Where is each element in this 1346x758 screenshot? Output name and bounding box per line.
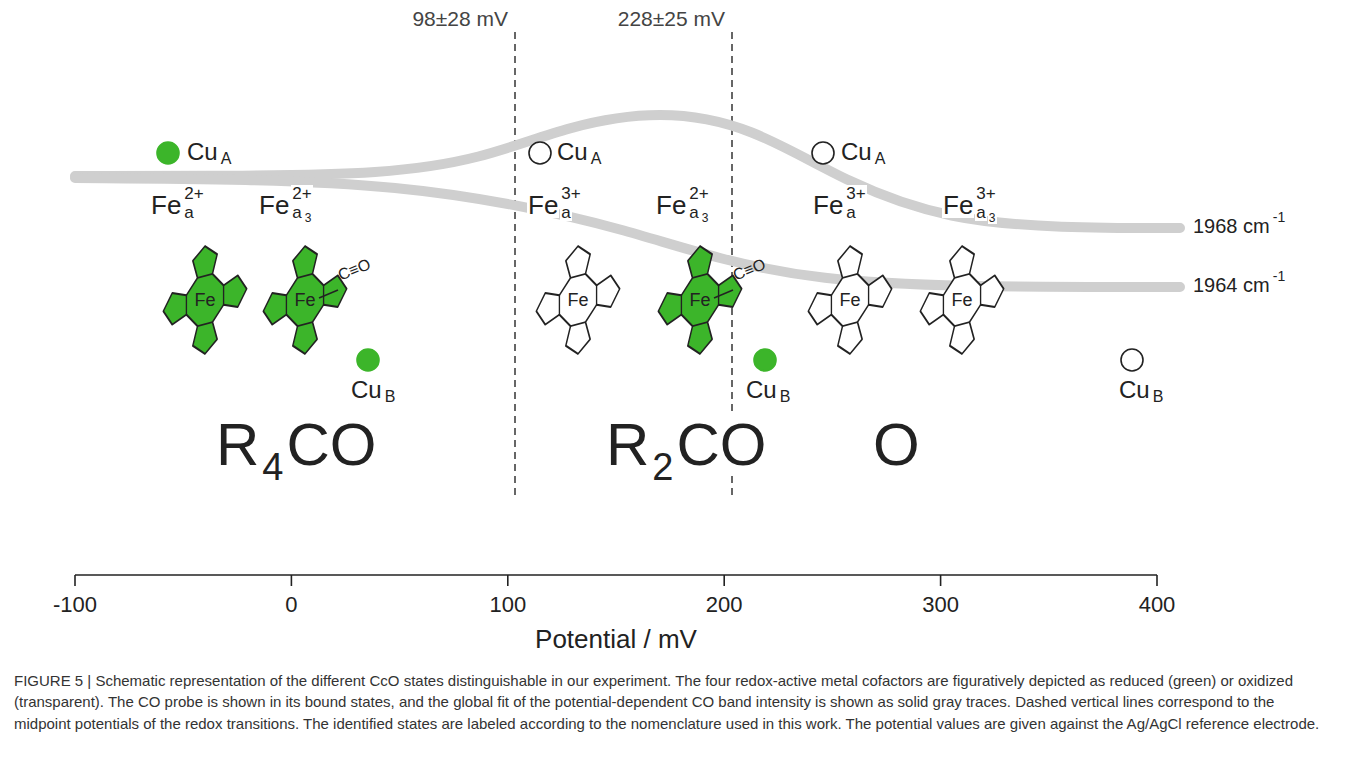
cofactor-label: 2+ bbox=[688, 185, 709, 202]
axis-tick bbox=[723, 575, 725, 586]
cofactor-label: 3 bbox=[304, 212, 313, 224]
tick-label: 300 bbox=[921, 594, 960, 616]
tick-label: 400 bbox=[1138, 594, 1177, 616]
cofactor-label: Fe bbox=[527, 192, 559, 218]
cofactor-label: a bbox=[688, 204, 699, 221]
heme-group: Fe bbox=[800, 230, 900, 370]
heme-group: Fe bbox=[528, 230, 628, 370]
cofactor-label: Cu bbox=[840, 140, 873, 164]
cofactor-label: 2+ bbox=[291, 185, 312, 202]
fit-trace bbox=[75, 178, 1180, 287]
band-label: -1 bbox=[1272, 210, 1286, 224]
band-label: 1968 cm bbox=[1192, 216, 1271, 236]
heme-group: Fe bbox=[155, 230, 255, 370]
midpoint-value: 98±28 mV bbox=[411, 8, 509, 29]
axis-tick bbox=[1156, 575, 1158, 586]
state-label: 2 bbox=[651, 448, 674, 486]
iron-label: Fe bbox=[567, 291, 588, 309]
state-label: R bbox=[605, 415, 650, 475]
co-bond bbox=[319, 290, 338, 298]
copper-center bbox=[529, 142, 551, 164]
cofactor-label: B bbox=[779, 389, 792, 405]
state-label: 4 bbox=[261, 448, 284, 486]
axis-tick bbox=[507, 575, 509, 586]
iron-label: Fe bbox=[951, 291, 972, 309]
state-label: R bbox=[215, 415, 260, 475]
state-label: CO bbox=[675, 415, 767, 475]
cofactor-label: 3+ bbox=[560, 185, 581, 202]
copper-center bbox=[357, 349, 379, 371]
axis-tick bbox=[291, 575, 293, 586]
cofactor-label: A bbox=[590, 151, 603, 167]
cofactor-label: Fe bbox=[150, 192, 182, 218]
cofactor-label: a bbox=[560, 204, 571, 221]
iron-label: Fe bbox=[689, 291, 710, 309]
cofactor-label: Fe bbox=[812, 192, 844, 218]
iron-label: Fe bbox=[194, 291, 215, 309]
copper-center bbox=[754, 349, 776, 371]
cofactor-label: Fe bbox=[258, 192, 290, 218]
cofactor-label: Cu bbox=[745, 378, 778, 402]
heme-group: Fe bbox=[912, 230, 1012, 370]
cofactor-label: Fe bbox=[655, 192, 687, 218]
heme-group: Fe bbox=[255, 230, 355, 370]
cofactor-label: a bbox=[291, 204, 302, 221]
ligand-label: C≡O bbox=[335, 256, 374, 284]
axis-tick bbox=[940, 575, 942, 586]
heme-group: Fe bbox=[650, 230, 750, 370]
cofactor-label: Cu bbox=[1118, 378, 1151, 402]
cofactor-label: Cu bbox=[186, 140, 219, 164]
midpoint-line bbox=[514, 32, 516, 495]
band-label: 1964 cm bbox=[1192, 275, 1271, 295]
cofactor-label: B bbox=[1152, 389, 1165, 405]
cofactor-label: a bbox=[975, 204, 986, 221]
cofactor-label: 2+ bbox=[183, 185, 204, 202]
state-label: CO bbox=[285, 415, 377, 475]
cofactor-label: a bbox=[183, 204, 194, 221]
copper-center bbox=[157, 142, 179, 164]
cofactor-label: A bbox=[874, 151, 887, 167]
cofactor-label: 3 bbox=[988, 212, 997, 224]
co-bond bbox=[714, 290, 733, 298]
cofactor-label: B bbox=[384, 389, 397, 405]
tick-label: 200 bbox=[705, 594, 744, 616]
state-label: O bbox=[872, 415, 921, 475]
fit-trace bbox=[75, 115, 1180, 228]
tick-label: 100 bbox=[488, 594, 527, 616]
figure-caption: FIGURE 5 | Schematic representation of t… bbox=[14, 670, 1332, 734]
iron-label: Fe bbox=[294, 291, 315, 309]
midpoint-value: 228±25 mV bbox=[617, 8, 726, 29]
cofactor-label: Cu bbox=[556, 140, 589, 164]
copper-center bbox=[1121, 349, 1143, 371]
axis-line bbox=[75, 574, 1157, 576]
cofactor-label: 3+ bbox=[975, 185, 996, 202]
axis-title: Potential / mV bbox=[534, 626, 698, 652]
cofactor-label: 3+ bbox=[845, 185, 866, 202]
cofactor-label: A bbox=[220, 151, 233, 167]
cofactor-label: 3 bbox=[701, 212, 710, 224]
tick-label: 0 bbox=[284, 594, 298, 616]
axis-tick bbox=[74, 575, 76, 586]
copper-center bbox=[812, 142, 834, 164]
cofactor-label: a bbox=[845, 204, 856, 221]
cofactor-label: Fe bbox=[942, 192, 974, 218]
band-label: -1 bbox=[1272, 269, 1286, 283]
cofactor-label: Cu bbox=[350, 378, 383, 402]
tick-label: -100 bbox=[52, 594, 98, 616]
iron-label: Fe bbox=[839, 291, 860, 309]
